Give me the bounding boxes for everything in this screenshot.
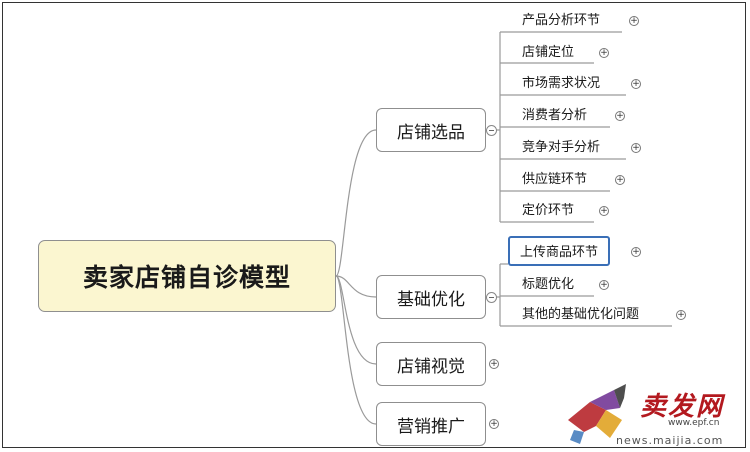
branch-node-store-visual[interactable]: 店铺视觉 [376,342,486,386]
expand-icon[interactable]: + [631,79,641,89]
leaf-node[interactable]: 供应链环节 [522,172,588,187]
branch-node-marketing[interactable]: 营销推广 [376,402,486,446]
branch-node-store-selection[interactable]: 店铺选品 [376,108,486,152]
root-label: 卖家店铺自诊模型 [82,263,291,292]
branch-label: 店铺视觉 [397,356,465,377]
expand-icon[interactable]: + [489,419,499,429]
watermark-url: www.epf.cn [668,418,720,428]
branch-label: 店铺选品 [397,122,465,143]
watermark-logo-icon [568,384,626,444]
leaf-node[interactable]: 竞争对手分析 [522,140,601,155]
connector-root-branch-3 [335,275,377,365]
expand-icon[interactable]: + [489,359,499,369]
collapse-icon[interactable] [486,292,497,303]
watermark-sub: news.maijia.com [616,434,724,447]
expand-icon[interactable]: + [615,111,625,121]
leaf-node-selected[interactable]: 上传商品环节 [508,236,611,266]
leaf-node[interactable]: 消费者分析 [522,108,588,123]
expand-icon[interactable]: + [629,16,639,26]
expand-icon[interactable]: + [631,143,641,153]
connector-root-branch-2 [335,275,377,298]
root-node[interactable]: 卖家店铺自诊模型 [38,240,336,312]
connector-root-branch-1 [335,129,377,277]
leaf-node[interactable]: 定价环节 [522,203,575,218]
branch-node-basic-optimization[interactable]: 基础优化 [376,275,486,319]
collapse-icon[interactable] [486,125,497,136]
leaf-node[interactable]: 其他的基础优化问题 [522,307,640,322]
expand-icon[interactable]: + [599,206,609,216]
watermark-brand: 卖发网 [640,392,725,422]
expand-icon[interactable]: + [599,280,609,290]
connector-root-branch-4 [335,275,377,425]
diagram-frame [2,2,746,448]
leaf-node[interactable]: 标题优化 [522,277,575,292]
leaf-node[interactable]: 市场需求状况 [522,76,601,91]
expand-icon[interactable]: + [676,310,686,320]
expand-icon[interactable]: + [599,48,609,58]
expand-icon[interactable]: + [615,175,625,185]
leaf-node[interactable]: 产品分析环节 [522,13,601,28]
branch-label: 营销推广 [397,416,465,437]
branch-label: 基础优化 [397,289,465,310]
expand-icon[interactable]: + [631,247,641,257]
leaf-node[interactable]: 店铺定位 [522,45,575,60]
